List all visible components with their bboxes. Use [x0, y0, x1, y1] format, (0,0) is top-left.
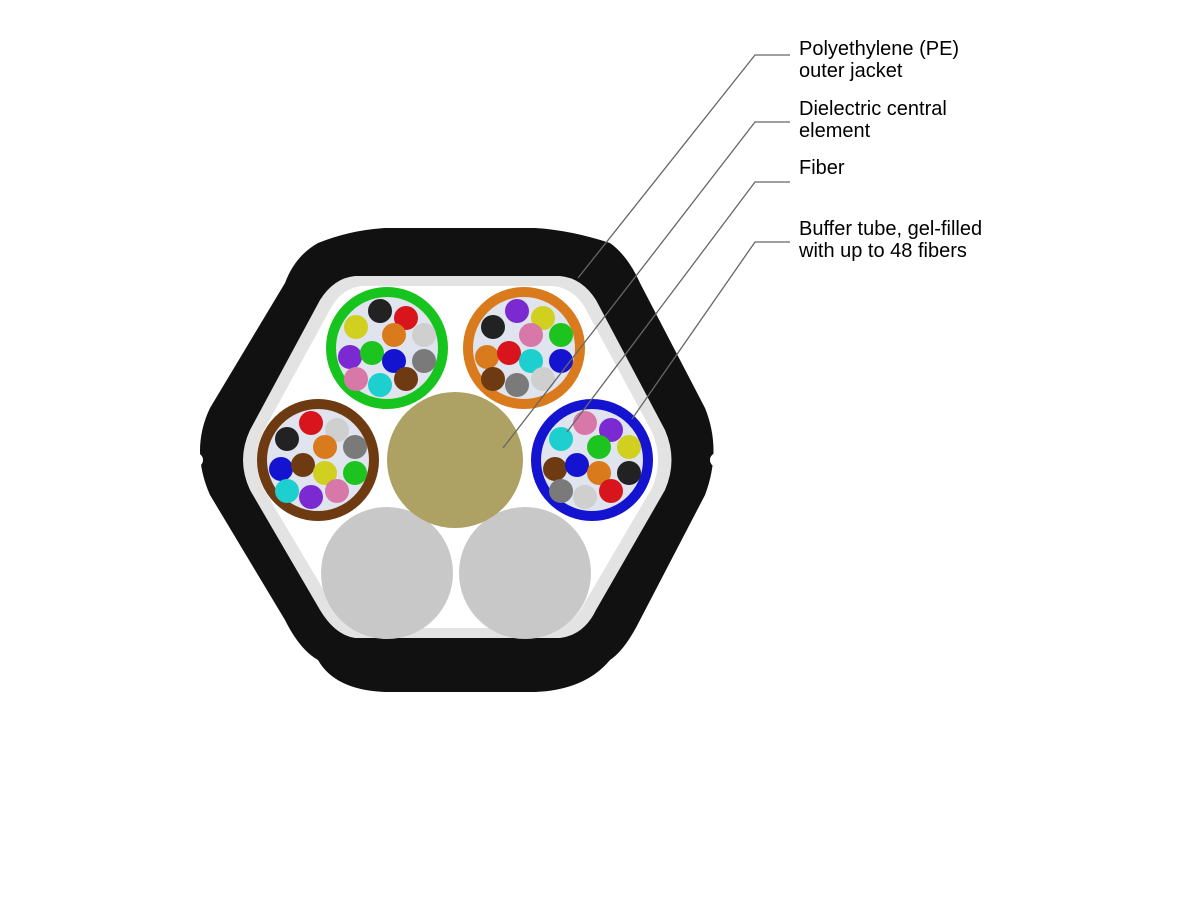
- label-jacket-line1: Polyethylene (PE): [799, 38, 960, 60]
- blue-tube-fiber: [565, 453, 589, 477]
- buffer-tubes: [257, 287, 653, 521]
- brown-tube-fiber: [275, 427, 299, 451]
- blue-tube-fiber: [599, 418, 623, 442]
- label-buffer-line2: with up to 48 fibers: [799, 240, 967, 262]
- orange-tube-fiber: [549, 323, 573, 347]
- brown-tube-fiber: [343, 435, 367, 459]
- green-tube-fiber: [360, 341, 384, 365]
- green-tube-fiber: [344, 367, 368, 391]
- filler-rod-left: [321, 507, 453, 639]
- filler-rod-right: [459, 507, 591, 639]
- blue-tube-fiber: [587, 461, 611, 485]
- green-tube-fiber: [368, 373, 392, 397]
- leader-lines: [502, 54, 790, 449]
- green-tube-fiber: [394, 306, 418, 330]
- green-tube-fiber: [412, 323, 436, 347]
- label-central-element: Dielectric central element: [799, 98, 947, 142]
- orange-tube-fiber: [531, 306, 555, 330]
- brown-tube-fiber: [275, 479, 299, 503]
- blue-tube-fiber: [549, 479, 573, 503]
- brown-tube-fiber: [291, 453, 315, 477]
- orange-tube-fiber: [531, 367, 555, 391]
- orange-tube-fiber: [505, 373, 529, 397]
- brown-tube-fiber: [269, 457, 293, 481]
- blue-tube-fiber: [587, 435, 611, 459]
- orange-tube-fiber: [519, 349, 543, 373]
- blue-tube-fiber: [573, 485, 597, 509]
- orange-tube-fiber: [549, 349, 573, 373]
- orange-tube-fiber: [519, 323, 543, 347]
- jacket-notch-left: [189, 453, 203, 467]
- dielectric-central-element: [387, 392, 523, 528]
- orange-tube-fiber: [505, 299, 529, 323]
- brown-tube-fiber: [325, 479, 349, 503]
- green-tube-fiber: [338, 345, 362, 369]
- blue-tube-fiber: [617, 435, 641, 459]
- blue-tube-fiber: [617, 461, 641, 485]
- label-buffer-tube: Buffer tube, gel-filled with up to 48 fi…: [799, 218, 982, 262]
- label-buffer-line1: Buffer tube, gel-filled: [799, 218, 983, 240]
- green-tube-fiber: [412, 349, 436, 373]
- brown-tube-fiber: [299, 485, 323, 509]
- brown-tube-fiber: [325, 418, 349, 442]
- green-tube-fiber: [368, 299, 392, 323]
- green-tube-fiber: [344, 315, 368, 339]
- leader-line-fiber: [566, 181, 790, 433]
- blue-tube-fiber: [573, 411, 597, 435]
- label-fiber-line1: Fiber: [799, 157, 845, 179]
- orange-tube-fiber: [475, 345, 499, 369]
- label-fiber: Fiber: [799, 157, 845, 179]
- brown-tube-fiber: [313, 435, 337, 459]
- label-central-line1: Dielectric central: [799, 98, 947, 120]
- brown-tube-fiber: [313, 461, 337, 485]
- label-central-line2: element: [799, 120, 871, 142]
- leader-line-central: [502, 121, 790, 449]
- brown-tube-fiber: [299, 411, 323, 435]
- leader-line-jacket: [577, 54, 790, 279]
- label-jacket: Polyethylene (PE) outer jacket: [799, 38, 959, 82]
- orange-tube-fiber: [481, 315, 505, 339]
- green-tube-fiber: [382, 323, 406, 347]
- blue-tube-fiber: [599, 479, 623, 503]
- label-jacket-line2: outer jacket: [799, 60, 903, 82]
- jacket-notch-right: [710, 453, 724, 467]
- brown-tube-fiber: [343, 461, 367, 485]
- blue-tube-fiber: [549, 427, 573, 451]
- leader-line-buffer: [631, 241, 790, 420]
- green-tube-fiber: [394, 367, 418, 391]
- green-tube-fiber: [382, 349, 406, 373]
- blue-tube-fiber: [543, 457, 567, 481]
- orange-tube-fiber: [481, 367, 505, 391]
- orange-tube-fiber: [497, 341, 521, 365]
